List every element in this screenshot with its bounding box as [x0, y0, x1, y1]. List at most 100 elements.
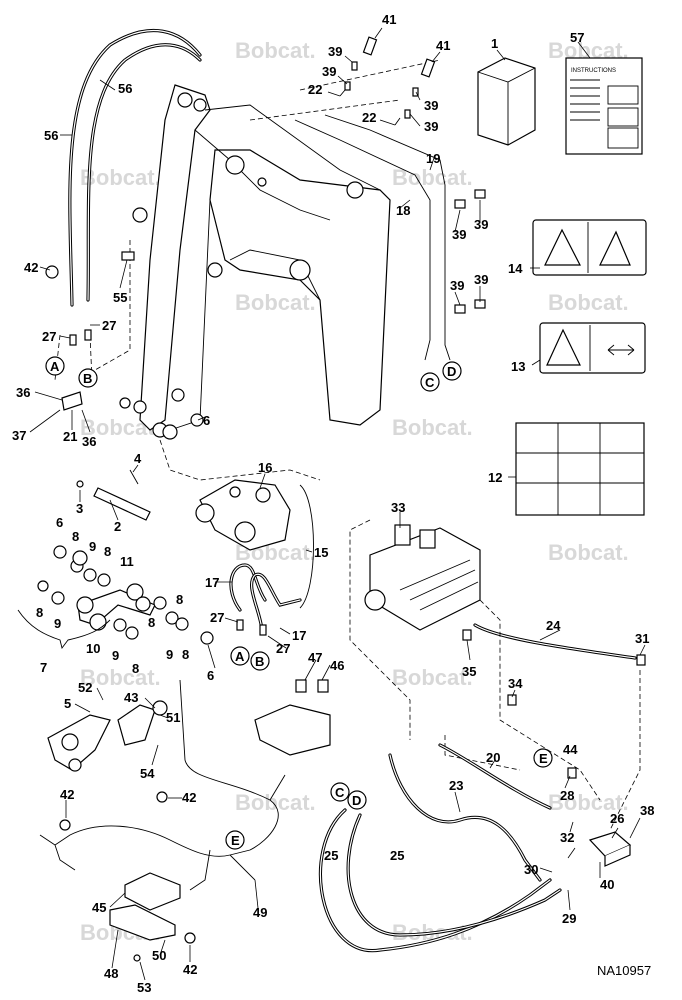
callout-44: 44: [563, 742, 578, 757]
callout-27: 27: [42, 329, 56, 344]
fittings-top: [339, 36, 486, 314]
callout-43: 43: [124, 690, 138, 705]
callout-53: 53: [137, 980, 151, 995]
connector-a: A: [235, 649, 245, 664]
callout-26: 26: [610, 811, 624, 826]
callout-13: 13: [511, 359, 525, 374]
hose-25-pair: [318, 808, 562, 953]
callout-41: 41: [382, 12, 396, 27]
callout-50: 50: [152, 948, 166, 963]
callout-51: 51: [166, 710, 180, 725]
callout-45: 45: [92, 900, 106, 915]
watermark: Bobcat.: [392, 665, 473, 690]
callout-39: 39: [474, 217, 488, 232]
callout-39: 39: [424, 98, 438, 113]
decal-13: [539, 322, 646, 374]
tube-18-19: [249, 59, 451, 361]
callout-38: 38: [640, 803, 654, 818]
callout-25: 25: [390, 848, 404, 863]
callout-3: 3: [76, 501, 83, 516]
hose-24: [473, 623, 637, 660]
connector-e: E: [539, 751, 548, 766]
watermark: Bobcat.: [235, 290, 316, 315]
callout-39: 39: [452, 227, 466, 242]
callout-22: 22: [308, 82, 322, 97]
callout-17: 17: [292, 628, 306, 643]
callout-22: 22: [362, 110, 376, 125]
callout-54: 54: [140, 766, 155, 781]
instruction-manual-57: INSTRUCTIONS: [565, 57, 643, 155]
bushings-8-9-11: [37, 397, 214, 645]
hoses-17: [229, 563, 302, 632]
callout-56: 56: [44, 128, 58, 143]
callout-7: 7: [40, 660, 47, 675]
callout-34: 34: [508, 676, 523, 691]
callout-18: 18: [396, 203, 410, 218]
callout-21: 21: [63, 429, 77, 444]
callout-17: 17: [205, 575, 219, 590]
watermark: Bobcat.: [548, 540, 629, 565]
callout-39: 39: [474, 272, 488, 287]
callout-39: 39: [322, 64, 336, 79]
manifold-26: [588, 831, 632, 867]
callout-1: 1: [491, 36, 498, 51]
controller-45: [124, 872, 181, 911]
connector-c: C: [425, 375, 435, 390]
callout-27: 27: [276, 641, 290, 656]
callout-42: 42: [182, 790, 196, 805]
callout-9: 9: [54, 616, 61, 631]
decal-12: [515, 422, 645, 516]
callout-47: 47: [308, 650, 322, 665]
callout-5: 5: [64, 696, 71, 711]
connector-circles: A B C D A B C D E E: [45, 356, 553, 850]
callout-10: 10: [86, 641, 100, 656]
connector-e: E: [231, 833, 240, 848]
callout-6: 6: [56, 515, 63, 530]
callout-24: 24: [546, 618, 561, 633]
bracket-48: [109, 904, 196, 962]
callout-40: 40: [600, 877, 614, 892]
handle-assembly-5: [47, 704, 156, 772]
callout-8: 8: [182, 647, 189, 662]
callout-12: 12: [488, 470, 502, 485]
connector-b: B: [83, 371, 92, 386]
callout-42: 42: [183, 962, 197, 977]
callout-9: 9: [112, 648, 119, 663]
watermark: Bobcat.: [235, 38, 316, 63]
callout-15: 15: [314, 545, 328, 560]
callout-11: 11: [120, 554, 134, 569]
pin-2: [76, 469, 151, 521]
callout-36: 36: [82, 434, 96, 449]
callout-6: 6: [207, 668, 214, 683]
misc-fittings: [45, 251, 646, 831]
callout-19: 19: [426, 151, 440, 166]
watermark: Bobcat.: [548, 790, 629, 815]
callout-55: 55: [113, 290, 127, 305]
callout-37: 37: [12, 428, 26, 443]
callout-56: 56: [118, 81, 132, 96]
callout-27: 27: [102, 318, 116, 333]
bracket-15: [299, 484, 314, 609]
callout-32: 32: [560, 830, 574, 845]
callout-39: 39: [450, 278, 464, 293]
watermark: Bobcat.: [80, 665, 161, 690]
callout-6: 6: [203, 413, 210, 428]
callout-20: 20: [486, 750, 500, 765]
watermark: Bobcat.: [235, 790, 316, 815]
callout-48: 48: [104, 966, 118, 981]
callout-28: 28: [560, 788, 574, 803]
callout-8: 8: [36, 605, 43, 620]
callout-8: 8: [72, 529, 79, 544]
bracket-16: [195, 479, 291, 551]
watermark: Bobcat.: [548, 290, 629, 315]
callout-41: 41: [436, 38, 450, 53]
callout-33: 33: [391, 500, 405, 515]
callout-39: 39: [328, 44, 342, 59]
callout-29: 29: [562, 911, 576, 926]
drawing-number: NA10957: [597, 963, 651, 978]
callout-57: 57: [570, 30, 584, 45]
callout-30: 30: [524, 862, 538, 877]
watermark: Bobcat.: [392, 415, 473, 440]
hose-56-pair: [68, 29, 202, 307]
callout-23: 23: [449, 778, 463, 793]
